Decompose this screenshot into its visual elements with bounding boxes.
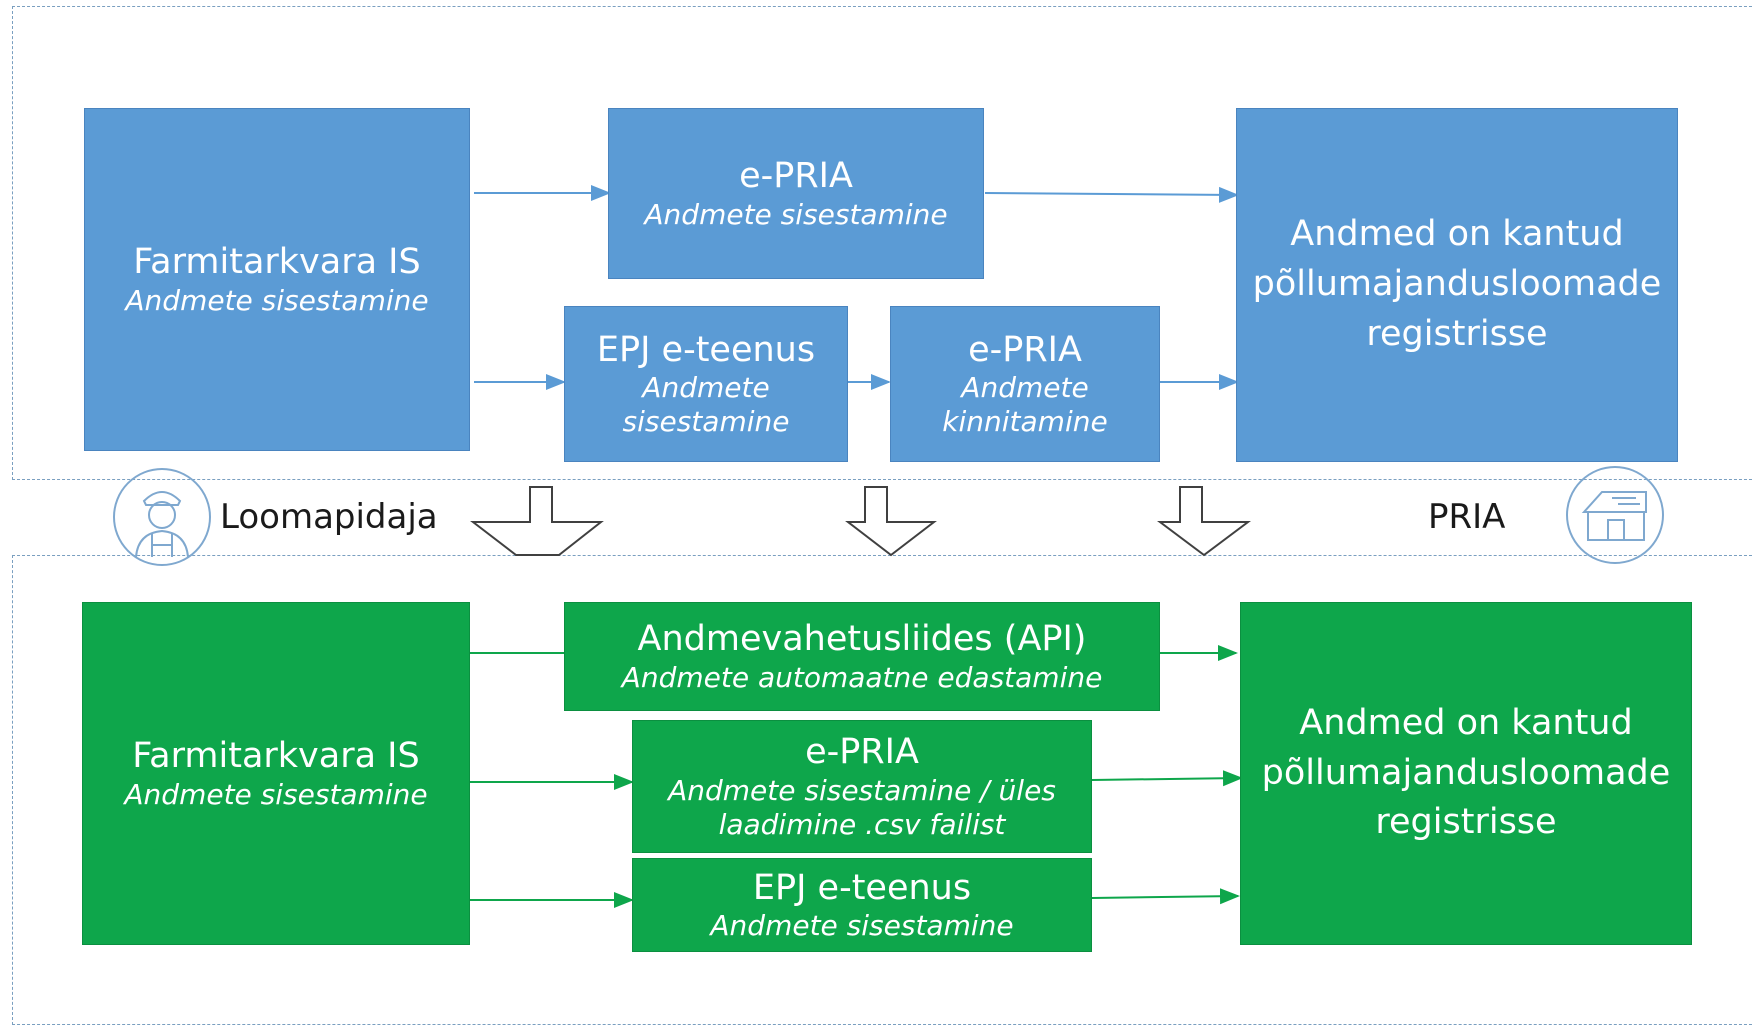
bottom-region [12,555,1753,1025]
top-epria-box: e-PRIA Andmete sisestamine [608,108,984,279]
top-farm-box: Farmitarkvara IS Andmete sisestamine [84,108,470,451]
bottom-farm-box: Farmitarkvara IS Andmete sisestamine [82,602,470,945]
top-farm-sub: Andmete sisestamine [125,283,429,317]
bottom-result-line1: Andmed on kantud [1299,702,1633,743]
bottom-epj-box: EPJ e-teenus Andmete sisestamine [632,858,1092,952]
top-result-line1: Andmed on kantud [1290,214,1624,255]
bottom-result-line3: registrisse [1375,802,1557,843]
top-result-line2: põllumajandusloomade [1252,264,1662,305]
bottom-epj-title: EPJ e-teenus [752,867,972,908]
top-epj-title: EPJ e-teenus [596,329,816,370]
bottom-result-line2: põllumajandusloomade [1261,752,1671,793]
top-epria-sub: Andmete sisestamine [644,197,948,231]
bottom-farm-sub: Andmete sisestamine [124,777,428,811]
down-arrow-3 [1157,486,1251,557]
arrow-epria2-to-result [1091,770,1243,787]
top-epj-sub-2: sisestamine [622,405,790,439]
bottom-api-sub: Andmete automaatne edastamine [621,660,1103,694]
top-region [12,6,1753,480]
bottom-epria-box: e-PRIA Andmete sisestamine / üles laadim… [632,720,1092,853]
bottom-farm-title: Farmitarkvara IS [132,736,420,777]
arrow-epj2-to-result [1091,888,1240,905]
bottom-api-title: Andmevahetusliides (API) [637,619,1087,660]
top-epria-title: e-PRIA [739,156,853,197]
top-epria-confirm-title: e-PRIA [968,329,1082,370]
bottom-epria-sub-1: Andmete sisestamine / üles [668,773,1056,807]
arrow-epria-to-result [984,186,1239,203]
farmer-icon [113,468,211,566]
right-actor-label: PRIA [1428,497,1506,537]
top-farm-title: Farmitarkvara IS [133,242,421,283]
bottom-result-box: Andmed on kantud põllumajandusloomade re… [1240,602,1692,945]
bottom-epria-title: e-PRIA [805,732,919,772]
bottom-epj-sub: Andmete sisestamine [710,909,1014,943]
bottom-epria-sub-2: laadimine .csv failist [718,807,1006,841]
bottom-api-box: Andmevahetusliides (API) Andmete automaa… [564,602,1160,711]
top-result-box: Andmed on kantud põllumajandusloomade re… [1236,108,1678,462]
down-arrow-2 [845,486,937,557]
top-epj-box: EPJ e-teenus Andmete sisestamine [564,306,848,462]
top-epj-sub-1: Andmete [642,371,770,405]
top-result-line3: registrisse [1366,313,1548,354]
top-epria-confirm-sub-2: kinnitamine [942,405,1108,439]
top-epria-confirm-box: e-PRIA Andmete kinnitamine [890,306,1160,462]
left-actor-label: Loomapidaja [220,497,438,537]
building-icon [1566,466,1664,564]
down-arrow-1 [470,486,604,556]
top-epria-confirm-sub-1: Andmete [961,371,1089,405]
